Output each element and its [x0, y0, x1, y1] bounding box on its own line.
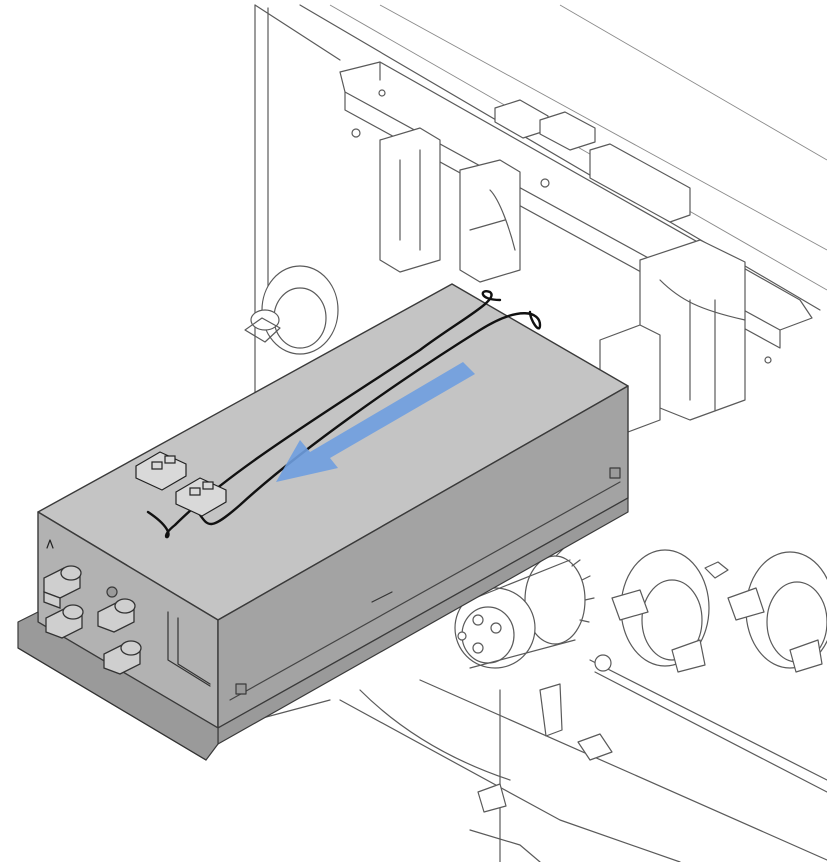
lower-right-ports	[611, 549, 827, 673]
connectors	[135, 451, 227, 517]
instrument-chassis	[244, 4, 827, 862]
module-box	[17, 283, 629, 761]
front-fittings	[43, 565, 142, 675]
motor-gear	[454, 547, 595, 669]
fitting-1	[43, 565, 82, 609]
direction-arrow	[276, 362, 475, 482]
connector-2	[175, 477, 227, 517]
fitting-3	[97, 598, 136, 633]
insertion-arrow	[276, 362, 475, 482]
left-port	[244, 265, 339, 355]
cable-b	[184, 310, 542, 526]
connector-1	[135, 451, 187, 491]
fitting-4	[103, 640, 142, 675]
fitting-2	[45, 604, 84, 639]
cables	[146, 290, 542, 539]
cable-a	[146, 290, 502, 539]
